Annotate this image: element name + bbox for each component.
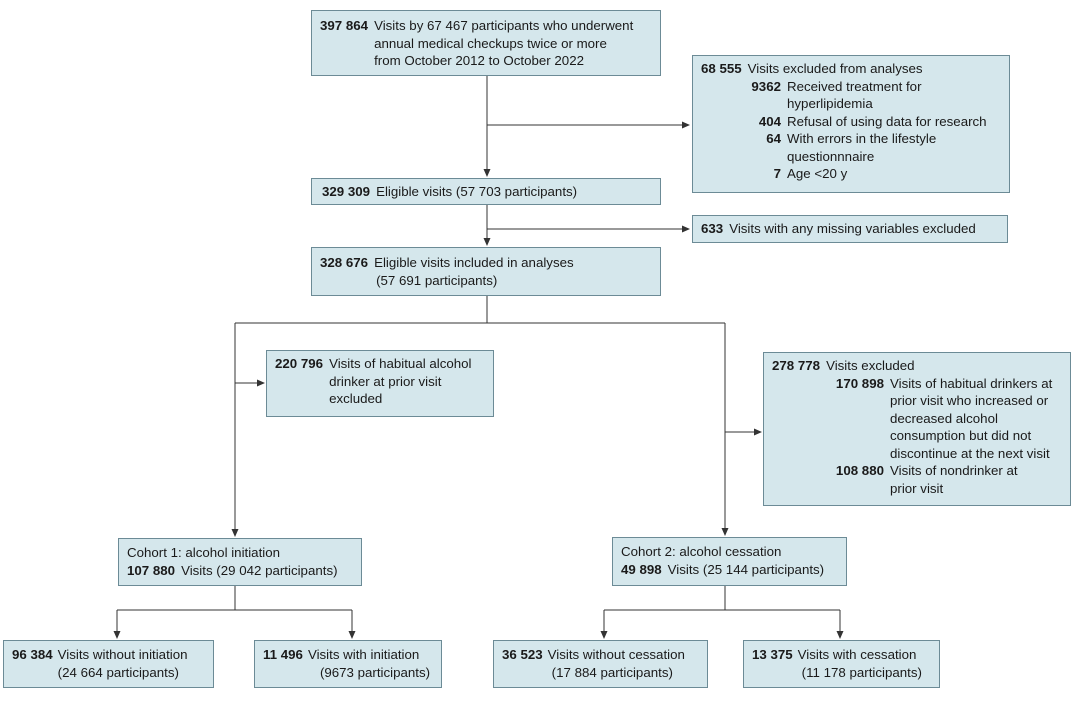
cohort2-with-cessation-box: 13 375 Visits with cessation (11 178 par…: [743, 640, 940, 688]
excl2-item-text: consumption but did not: [890, 428, 1032, 443]
cohort2-box: Cohort 2: alcohol cessation 49 898 Visit…: [612, 537, 847, 586]
c1b-count: 11 496: [263, 647, 303, 662]
habitual-excluded-box: 220 796 Visits of habitual alcohol drink…: [266, 350, 494, 417]
missing-box: 633 Visits with any missing variables ex…: [692, 215, 1008, 243]
cohort1-text: Visits (29 042 participants): [181, 562, 338, 578]
c2a-text: Visits without cessation: [547, 647, 685, 662]
c2a-count: 36 523: [502, 647, 543, 662]
cohort1-count: 107 880: [127, 562, 176, 578]
excl1-item-count: 404: [758, 113, 781, 129]
excl1-item-text: With errors in the lifestyle: [787, 131, 937, 146]
missing-count: 633: [701, 221, 724, 236]
habitual-count: 220 796: [275, 356, 324, 371]
excl2-item-text: Visits of nondrinker at: [890, 463, 1018, 478]
start-box: 397 864 Visits by 67 467 participants wh…: [311, 10, 661, 76]
excl1-count: 68 555: [701, 61, 742, 76]
start-line-1: Visits by 67 467 participants who underw…: [374, 18, 634, 33]
included-participants: (57 691 participants): [376, 272, 498, 288]
habitual-line: Visits of habitual alcohol: [329, 356, 472, 371]
excl2-item-count: 170 898: [835, 375, 884, 391]
c1a-participants: (24 664 participants): [57, 664, 179, 680]
excl2-item-text: prior visit who increased or: [890, 393, 1049, 408]
excl2-item-count: 108 880: [835, 463, 884, 478]
c2b-participants: (11 178 participants): [801, 664, 922, 680]
cohort2-text: Visits (25 144 participants): [667, 561, 825, 577]
cohort2-title: Cohort 2: alcohol cessation: [621, 544, 782, 559]
included-text: Eligible visits included in analyses: [374, 255, 574, 270]
habitual-line: drinker at prior visit: [329, 373, 442, 389]
exclusion-box-1: 68 555 Visits excluded from analyses 936…: [692, 55, 1010, 193]
excl1-item-text: questionnnaire: [787, 148, 875, 164]
c1b-text: Visits with initiation: [307, 647, 420, 662]
start-count: 397 864: [320, 18, 369, 33]
cohort1-title: Cohort 1: alcohol initiation: [127, 545, 281, 560]
cohort2-without-cessation-box: 36 523 Visits without cessation (17 884 …: [493, 640, 708, 688]
missing-text: Visits with any missing variables exclud…: [729, 221, 976, 236]
c1a-count: 96 384: [12, 647, 53, 662]
cohort1-with-initiation-box: 11 496 Visits with initiation (9673 part…: [254, 640, 442, 688]
excl2-item-text: prior visit: [890, 480, 944, 496]
cohort1-box: Cohort 1: alcohol initiation 107 880 Vis…: [118, 538, 362, 586]
habitual-line: excluded: [329, 391, 383, 406]
eligible-text: Eligible visits (57 703 participants): [376, 184, 578, 199]
excl1-item-text: hyperlipidemia: [787, 96, 873, 111]
eligible-box: 329 309 Eligible visits (57 703 particip…: [311, 178, 661, 205]
start-line-2: annual medical checkups twice or more: [374, 35, 607, 51]
excl2-item-text: decreased alcohol: [890, 410, 998, 426]
excl1-item-text: Age <20 y: [787, 166, 848, 181]
c2b-text: Visits with cessation: [797, 647, 917, 662]
included-box: 328 676 Eligible visits included in anal…: [311, 247, 661, 296]
c1b-participants: (9673 participants): [319, 664, 431, 680]
excl1-item-count: 7: [773, 166, 781, 181]
excl2-count: 278 778: [772, 358, 821, 373]
exclusion-box-2: 278 778 Visits excluded 170 898 Visits o…: [763, 352, 1071, 506]
c2a-participants: (17 884 participants): [551, 664, 673, 680]
included-count: 328 676: [320, 255, 369, 270]
excl2-item-text: Visits of habitual drinkers at: [890, 375, 1053, 391]
excl1-item-text: Received treatment for: [787, 78, 922, 94]
c2b-count: 13 375: [752, 647, 793, 662]
excl1-item-count: 9362: [751, 78, 781, 94]
excl1-item-text: Refusal of using data for research: [787, 113, 987, 129]
excl2-title: Visits excluded: [826, 358, 915, 373]
c1a-text: Visits without initiation: [57, 647, 188, 662]
eligible-count: 329 309: [322, 184, 371, 199]
cohort2-count: 49 898: [621, 561, 662, 577]
cohort1-without-initiation-box: 96 384 Visits without initiation (24 664…: [3, 640, 214, 688]
start-line-3: from October 2012 to October 2022: [374, 53, 584, 68]
excl2-item-text: discontinue at the next visit: [890, 445, 1050, 461]
excl1-item-count: 64: [766, 131, 781, 146]
excl1-title: Visits excluded from analyses: [747, 61, 923, 76]
